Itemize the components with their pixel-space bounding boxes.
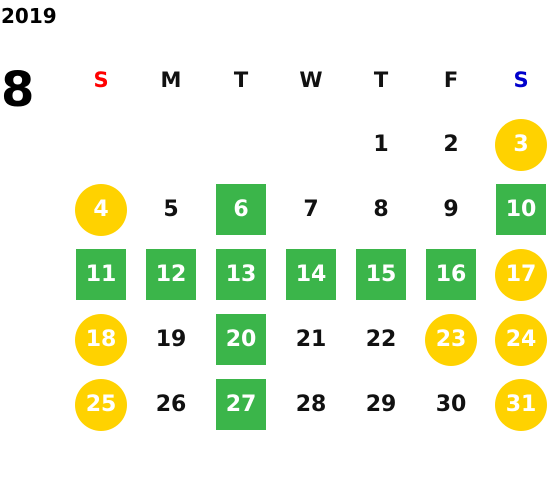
day-cell: 4 bbox=[66, 177, 136, 242]
day-number[interactable]: 20 bbox=[216, 314, 266, 365]
day-number[interactable]: 3 bbox=[495, 118, 547, 171]
day-cell: 20 bbox=[206, 307, 276, 372]
day-number[interactable]: 6 bbox=[216, 184, 266, 235]
day-cell: 3 bbox=[486, 112, 548, 177]
day-cell: 11 bbox=[66, 242, 136, 307]
day-number[interactable]: 12 bbox=[146, 249, 196, 300]
weekday-header: M bbox=[160, 68, 182, 92]
day-number[interactable]: 21 bbox=[295, 327, 327, 352]
empty-day-cell bbox=[206, 112, 276, 177]
day-cell: 17 bbox=[486, 242, 548, 307]
empty-day-cell bbox=[276, 112, 346, 177]
day-number[interactable]: 10 bbox=[496, 184, 546, 235]
day-cell: 14 bbox=[276, 242, 346, 307]
day-cell: 23 bbox=[416, 307, 486, 372]
day-cell: 25 bbox=[66, 372, 136, 437]
day-cell: 26 bbox=[136, 372, 206, 437]
day-cell: 9 bbox=[416, 177, 486, 242]
day-number[interactable]: 1 bbox=[373, 132, 389, 157]
day-number[interactable]: 16 bbox=[426, 249, 476, 300]
weekday-header: S bbox=[93, 68, 109, 92]
day-cell: 24 bbox=[486, 307, 548, 372]
day-number[interactable]: 9 bbox=[443, 197, 459, 222]
day-number[interactable]: 7 bbox=[303, 197, 319, 222]
weekday-header: F bbox=[443, 68, 459, 92]
day-number[interactable]: 25 bbox=[75, 378, 127, 431]
day-cell: 31 bbox=[486, 372, 548, 437]
weekday-header: W bbox=[299, 68, 323, 92]
day-number[interactable]: 14 bbox=[286, 249, 336, 300]
day-number[interactable]: 11 bbox=[76, 249, 126, 300]
day-cell: 19 bbox=[136, 307, 206, 372]
day-number[interactable]: 28 bbox=[295, 392, 327, 417]
day-number[interactable]: 22 bbox=[365, 327, 397, 352]
day-cell: 15 bbox=[346, 242, 416, 307]
empty-day-cell bbox=[66, 112, 136, 177]
day-number[interactable]: 24 bbox=[495, 313, 547, 366]
day-number[interactable]: 8 bbox=[373, 197, 389, 222]
day-cell: 5 bbox=[136, 177, 206, 242]
weekday-header: T bbox=[373, 68, 389, 92]
day-number[interactable]: 15 bbox=[356, 249, 406, 300]
day-number[interactable]: 30 bbox=[435, 392, 467, 417]
day-cell: 29 bbox=[346, 372, 416, 437]
day-number[interactable]: 19 bbox=[155, 327, 187, 352]
day-number[interactable]: 23 bbox=[425, 313, 477, 366]
day-number[interactable]: 29 bbox=[365, 392, 397, 417]
weekday-header: T bbox=[233, 68, 249, 92]
day-number[interactable]: 18 bbox=[75, 313, 127, 366]
day-number[interactable]: 26 bbox=[155, 392, 187, 417]
empty-day-cell bbox=[136, 112, 206, 177]
day-cell: 28 bbox=[276, 372, 346, 437]
month-label: 8 bbox=[1, 62, 35, 118]
day-cell: 12 bbox=[136, 242, 206, 307]
day-number[interactable]: 5 bbox=[163, 197, 179, 222]
day-cell: 8 bbox=[346, 177, 416, 242]
day-cell: 10 bbox=[486, 177, 548, 242]
day-number[interactable]: 4 bbox=[75, 183, 127, 236]
day-number[interactable]: 2 bbox=[443, 132, 459, 157]
day-cell: 21 bbox=[276, 307, 346, 372]
day-cell: 2 bbox=[416, 112, 486, 177]
year-label: 2019 bbox=[1, 4, 57, 28]
day-number[interactable]: 27 bbox=[216, 379, 266, 430]
day-number[interactable]: 17 bbox=[495, 248, 547, 301]
day-cell: 16 bbox=[416, 242, 486, 307]
day-number[interactable]: 13 bbox=[216, 249, 266, 300]
day-cell: 13 bbox=[206, 242, 276, 307]
day-cell: 18 bbox=[66, 307, 136, 372]
day-cell: 1 bbox=[346, 112, 416, 177]
day-cell: 27 bbox=[206, 372, 276, 437]
day-cell: 30 bbox=[416, 372, 486, 437]
day-cell: 7 bbox=[276, 177, 346, 242]
weekday-header: S bbox=[513, 68, 529, 92]
day-cell: 22 bbox=[346, 307, 416, 372]
day-number[interactable]: 31 bbox=[495, 378, 547, 431]
day-cell: 6 bbox=[206, 177, 276, 242]
